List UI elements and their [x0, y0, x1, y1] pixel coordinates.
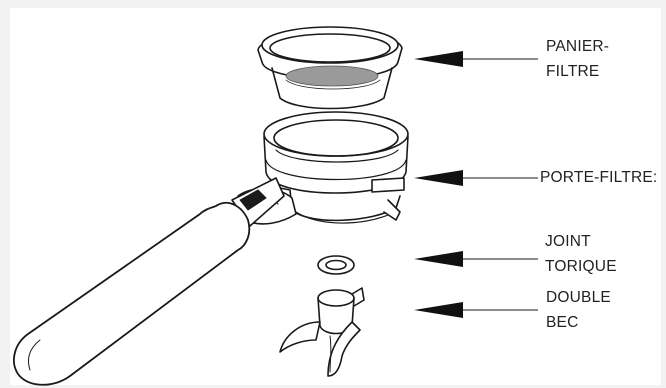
label-porte-filtre-text: PORTE-FILTRE: — [540, 165, 657, 190]
arrow-porte-filtre — [414, 170, 463, 186]
arrow-panier — [414, 51, 463, 67]
o-ring — [318, 256, 354, 274]
label-panier-filtre-line1: PANIER- — [546, 34, 609, 59]
basket-mesh — [286, 66, 378, 86]
label-joint-torique-line1: JOINT — [545, 229, 617, 254]
portafilter-handle — [14, 178, 296, 385]
double-spout — [280, 288, 364, 376]
label-double-bec-line1: DOUBLE — [546, 285, 611, 310]
label-joint-torique-line2: TORIQUE — [545, 254, 617, 279]
label-porte-filtre: PORTE-FILTRE: — [540, 165, 657, 190]
label-joint-torique: JOINT TORIQUE — [545, 229, 617, 279]
arrow-joint — [414, 251, 463, 267]
label-panier-filtre: PANIER- FILTRE — [546, 34, 609, 84]
label-double-bec-line2: BEC — [546, 310, 611, 335]
arrow-bec — [414, 302, 463, 318]
label-double-bec: DOUBLE BEC — [546, 285, 611, 335]
label-panier-filtre-line2: FILTRE — [546, 59, 609, 84]
filter-basket — [258, 27, 402, 109]
